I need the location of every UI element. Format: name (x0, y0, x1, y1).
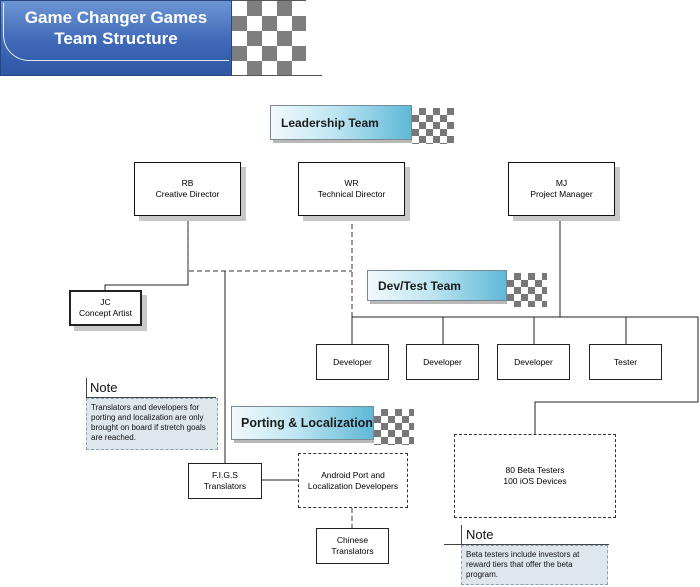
leader-box-mj: MJ Project Manager (508, 162, 615, 216)
tester-box: Tester (589, 344, 662, 380)
note-1-title: Note (90, 380, 118, 395)
concept-artist-box: JC Concept Artist (69, 290, 142, 326)
developer-3-label: Developer (514, 356, 553, 367)
title-line-2: Team Structure (54, 29, 178, 48)
leader-rb-role: Creative Director (155, 189, 220, 199)
developer-2-label: Developer (423, 356, 462, 367)
beta-line-2: 100 iOS Devices (503, 476, 567, 486)
leader-box-wr: WR Technical Director (298, 162, 405, 216)
android-line-2: Localization Developers (307, 480, 399, 491)
developer-box-1: Developer (316, 344, 389, 380)
chinese-translators-box: Chinese Translators (316, 528, 389, 564)
porting-team-banner: Porting & Localization (231, 406, 374, 440)
leader-rb-initials: RB (181, 178, 194, 188)
figs-line-1: F.I.G.S (212, 470, 238, 480)
android-line-1: Android Port and (321, 469, 385, 480)
link-rb-jc (104, 216, 189, 290)
note-2-rule-left (461, 525, 462, 545)
dashed-rb-bus (187, 216, 352, 272)
devtest-team-banner: Dev/Test Team (367, 270, 507, 301)
note-1-rule (86, 397, 216, 398)
concept-artist-role: Concept Artist (79, 308, 132, 318)
title-checker-trail (306, 75, 322, 76)
title-checker-pattern (232, 0, 306, 76)
beta-line-1: 80 Beta Testers (505, 465, 565, 475)
devtest-team-label: Dev/Test Team (378, 278, 461, 293)
dev-bus (352, 316, 699, 434)
note-2-title: Note (466, 527, 494, 542)
figs-line-2: Translators (203, 481, 247, 491)
porting-checker-icon (374, 409, 414, 445)
note-1-rule-left (86, 378, 87, 398)
title-banner: Game Changer Games Team Structure (0, 0, 232, 76)
devtest-checker-icon (507, 273, 547, 307)
concept-artist-initials: JC (100, 297, 111, 307)
note-2-body: Beta testers include investors at reward… (461, 545, 608, 585)
note-2-rule (444, 544, 609, 545)
figs-translators-box: F.I.G.S Translators (188, 463, 262, 499)
leader-mj-role: Project Manager (530, 189, 593, 199)
note-1-body: Translators and developers for porting a… (86, 398, 218, 450)
android-port-box: Android Port and Localization Developers (298, 453, 408, 508)
developer-box-3: Developer (497, 344, 570, 380)
leadership-checker-icon (412, 108, 454, 144)
leader-wr-initials: WR (344, 178, 359, 188)
beta-testers-box: 80 Beta Testers 100 iOS Devices (454, 434, 616, 518)
leadership-team-banner: Leadership Team (270, 105, 412, 140)
porting-team-label: Porting & Localization (241, 416, 373, 430)
leader-box-rb: RB Creative Director (134, 162, 241, 216)
developer-box-2: Developer (406, 344, 479, 380)
developer-1-label: Developer (333, 356, 372, 367)
title-line-1: Game Changer Games (24, 8, 208, 27)
tester-label: Tester (613, 356, 638, 367)
leadership-team-label: Leadership Team (281, 115, 379, 130)
chinese-line-1: Chinese (336, 535, 369, 545)
chinese-line-2: Translators (331, 546, 374, 556)
leader-wr-role: Technical Director (317, 189, 386, 199)
leader-mj-initials: MJ (555, 178, 568, 188)
